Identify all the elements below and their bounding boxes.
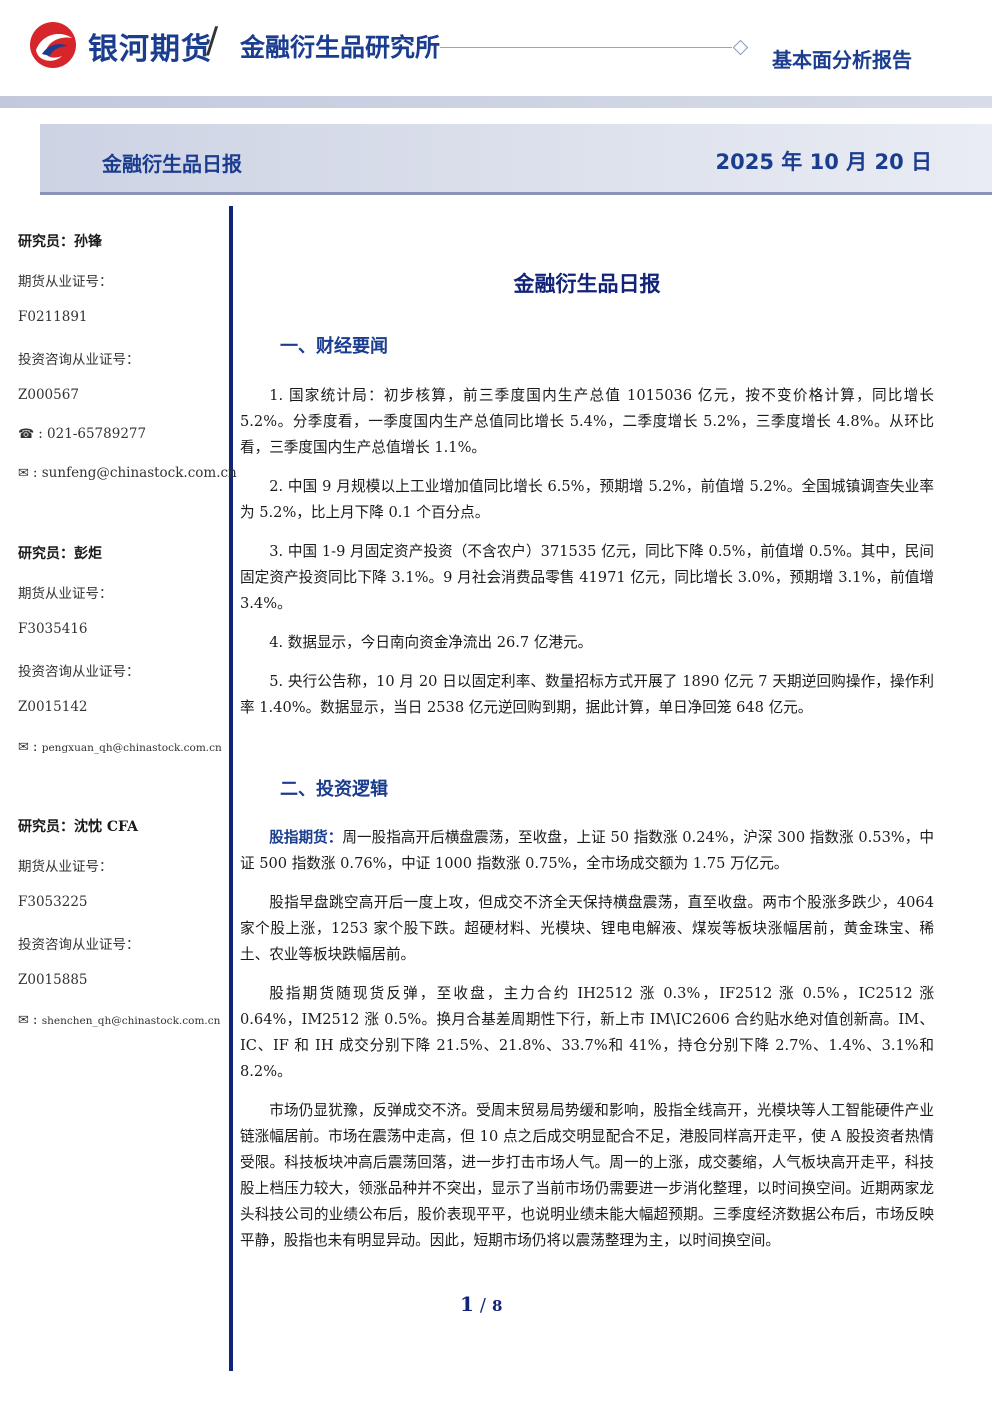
phone-row: ☎: 021-65789277 (18, 426, 147, 442)
email-icon: ✉ (18, 466, 29, 481)
banner-title: 金融衍生品日报 (102, 152, 242, 176)
report-type: 基本面分析报告 (772, 48, 912, 72)
news-paragraph: 2. 中国 9 月规模以上工业增加值同比增长 6.5%，预期增 5.2%，前值增… (240, 478, 934, 521)
researcher-name: 研究员：沈忱 CFA (18, 819, 138, 835)
logic-paragraph: 股指早盘跳空高开后一度上攻，但成交不济全天保持横盘震荡，直至收盘。两市个股涨多跌… (240, 894, 934, 963)
email-row: ✉: sunfeng@chinastock.com.cn (18, 465, 237, 481)
news-paragraph: 5. 央行公告称，10 月 20 日以固定利率、数量招标方式开展了 1890 亿… (240, 673, 934, 716)
header-slash: / (206, 20, 219, 61)
futures-license-label: 期货从业证号： (18, 274, 113, 290)
consult-license-label: 投资咨询从业证号： (18, 664, 140, 680)
page-separator: / (479, 1295, 486, 1316)
email-icon: ✉ (18, 740, 29, 755)
current-page: 1 (460, 1292, 474, 1316)
diamond-icon (732, 39, 749, 56)
news-paragraph: 4. 数据显示，今日南向资金净流出 26.7 亿港元。 (269, 634, 593, 651)
consult-license-id: Z000567 (18, 387, 79, 403)
email-address[interactable]: pengxuan_qh@chinastock.com.cn (41, 742, 222, 754)
section-heading: 一、财经要闻 (280, 336, 388, 357)
report-date: 2025 年 10 月 20 日 (715, 150, 932, 174)
email-address[interactable]: sunfeng@chinastock.com.cn (41, 465, 237, 481)
total-pages: 8 (492, 1297, 503, 1315)
consult-license-id: Z0015142 (18, 699, 88, 715)
logic-lead-paragraph: 股指期货：周一股指高开后横盘震荡，至收盘，上证 50 指数涨 0.24%，沪深 … (240, 825, 934, 877)
futures-license-label: 期货从业证号： (18, 586, 113, 602)
galaxy-logo-icon (30, 22, 76, 68)
page-number: 1/ 8 (460, 1292, 502, 1316)
consult-license-label: 投资咨询从业证号： (18, 352, 140, 368)
consult-license-label: 投资咨询从业证号： (18, 937, 140, 953)
email-row: ✉: shenchen_qh@chinastock.com.cn (18, 1012, 221, 1028)
email-row: ✉: pengxuan_qh@chinastock.com.cn (18, 739, 222, 755)
futures-license-label: 期货从业证号： (18, 859, 113, 875)
document-title: 金融衍生品日报 (513, 272, 661, 296)
logic-paragraph: 股指期货随现货反弹，至收盘，主力合约 IH2512 涨 0.3%，IF2512 … (240, 985, 934, 1080)
brand-name: 银河期货 (88, 32, 212, 67)
futures-license-id: F3035416 (18, 621, 88, 637)
sidebar-rule (229, 206, 233, 1371)
researcher-name: 研究员：彭炬 (18, 546, 102, 562)
title-banner: 金融衍生品日报 2025 年 10 月 20 日 (40, 124, 992, 195)
email-icon: ✉ (18, 1013, 29, 1028)
lead-label: 股指期货： (269, 829, 343, 846)
news-paragraph: 1. 国家统计局：初步核算，前三季度国内生产总值 1015036 亿元，按不变价… (240, 387, 934, 456)
logic-paragraph: 市场仍显犹豫，反弹成交不济。受周末贸易局势缓和影响，股指全线高开，光模块等人工智… (240, 1102, 934, 1249)
futures-license-id: F0211891 (18, 309, 88, 325)
header-divider (440, 47, 732, 48)
lead-text: 周一股指高开后横盘震荡，至收盘，上证 50 指数涨 0.24%，沪深 300 指… (240, 829, 934, 872)
phone-number: 021-65789277 (47, 426, 147, 442)
futures-license-id: F3053225 (18, 894, 88, 910)
report-header: 银河期货 / 金融衍生品研究所 基本面分析报告 (0, 0, 992, 110)
header-band (0, 96, 992, 108)
section-heading: 二、投资逻辑 (280, 779, 388, 800)
consult-license-id: Z0015885 (18, 972, 88, 988)
researcher-name: 研究员：孙锋 (18, 234, 102, 250)
institute-name: 金融衍生品研究所 (240, 33, 441, 62)
email-address[interactable]: shenchen_qh@chinastock.com.cn (41, 1015, 221, 1027)
news-paragraph: 3. 中国 1-9 月固定资产投资（不含农户）371535 亿元，同比下降 0.… (240, 543, 934, 612)
phone-icon: ☎ (18, 427, 35, 442)
